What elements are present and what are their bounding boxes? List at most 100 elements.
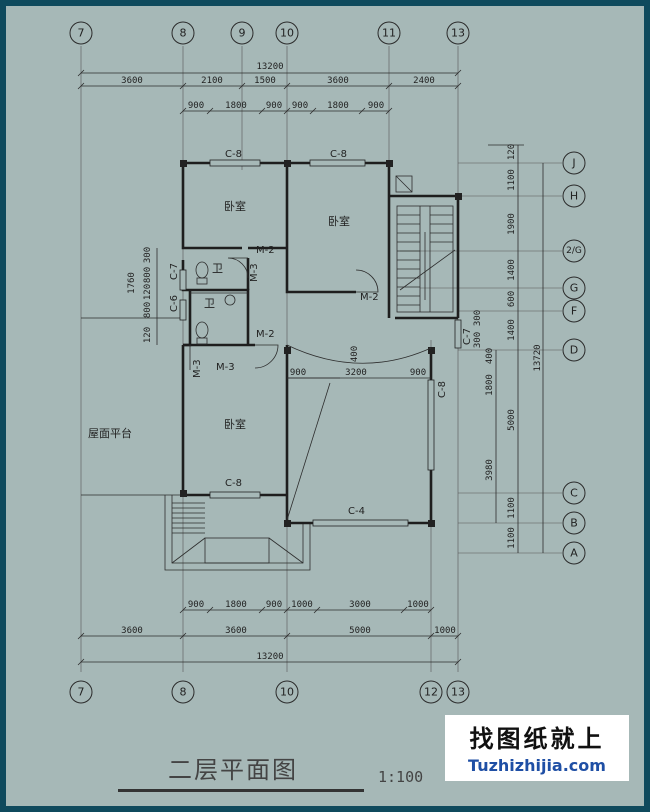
- axis-label: 13: [451, 27, 465, 40]
- dim: 800: [143, 267, 153, 283]
- watermark-chinese: 找图纸就上: [469, 725, 605, 753]
- window-label: C-6: [169, 295, 180, 312]
- left-dimensions: 300 1760 800 120 800 120: [127, 247, 158, 345]
- dim: 1800: [327, 101, 349, 111]
- dim: 900: [266, 600, 282, 610]
- dim: 1000: [407, 600, 429, 610]
- dim: 900: [292, 101, 308, 111]
- window-label: C-8: [225, 478, 242, 489]
- door-label: M-3: [192, 359, 203, 378]
- window-labels: C-8 C-8 C-7 C-6 C-7 C-8 C-8 C-4: [169, 149, 473, 517]
- dim: 5000: [349, 626, 371, 636]
- door-label: M-3: [249, 263, 260, 282]
- walls: [181, 161, 460, 525]
- axis-label: 7: [78, 27, 85, 40]
- dim: 900: [188, 600, 204, 610]
- dim-total-bottom: 13200: [256, 652, 283, 662]
- bottom-axis-bubbles: 7 8 10 12 13: [69, 680, 470, 704]
- axis-label: 9: [239, 27, 246, 40]
- dim: 400: [350, 346, 360, 362]
- dim: 5000: [507, 409, 517, 431]
- axis-label: 11: [382, 27, 396, 40]
- dim: 900: [290, 368, 306, 378]
- axis-label: B: [570, 517, 578, 530]
- top-dimensions: 13200 3600 2100 1500 3600 2400 900 1800 …: [77, 62, 462, 115]
- window-label: C-7: [462, 328, 473, 345]
- dim: 900: [188, 101, 204, 111]
- axis-label: 10: [280, 686, 294, 699]
- dim: 3600: [121, 76, 143, 86]
- door-label: M-3: [216, 362, 235, 373]
- room-labels: 卧室 卧室 卧室 屋面平台 卫 卫: [88, 199, 350, 440]
- right-axis-bubbles: J H 2/G G F D C B A: [562, 151, 586, 565]
- axis-label: 8: [180, 27, 187, 40]
- doors: [189, 257, 432, 370]
- axis-label: 12: [424, 686, 438, 699]
- axis-label: G: [570, 282, 579, 295]
- door-label: M-2: [360, 292, 379, 303]
- dim-total-top: 13200: [256, 62, 283, 72]
- room-label-bedroom: 卧室: [328, 214, 350, 228]
- axis-label: D: [570, 344, 578, 357]
- windows: [179, 159, 462, 527]
- dim: 2100: [201, 76, 223, 86]
- dim: 1000: [291, 600, 313, 610]
- dim: 900: [410, 368, 426, 378]
- dim: 3000: [349, 600, 371, 610]
- dim: 1400: [507, 319, 517, 341]
- right-dimensions: 120 1100 1900 1400 600 1400 1800 5000 11…: [350, 144, 544, 553]
- axis-lines: [80, 46, 562, 672]
- door-labels: M-2 M-3 M-2 M-2 M-3 M-3: [192, 245, 379, 378]
- room-label-bedroom: 卧室: [224, 417, 246, 431]
- door-label: M-2: [256, 329, 275, 340]
- dim: 1100: [507, 169, 517, 191]
- axis-label: 10: [280, 27, 294, 40]
- window-label: C-7: [169, 263, 180, 280]
- axis-label: J: [571, 157, 575, 170]
- axis-label: 2/G: [566, 246, 582, 256]
- dim: 120: [143, 327, 153, 343]
- window-label: C-8: [225, 149, 242, 160]
- dim: 120: [143, 284, 153, 300]
- dim: 3980: [485, 459, 495, 481]
- dim-total-right: 13720: [533, 344, 543, 371]
- toilet-fixtures: [190, 261, 248, 345]
- dim: 600: [507, 291, 517, 307]
- dim: 1000: [434, 626, 456, 636]
- roof-terrace: [81, 317, 311, 571]
- axis-label: F: [571, 305, 577, 318]
- axis-label: 7: [78, 686, 85, 699]
- axis-label: 8: [180, 686, 187, 699]
- dim: 120: [507, 144, 517, 160]
- room-label-wc: 卫: [212, 262, 223, 275]
- bottom-dimensions: 900 1800 900 1000 3000 1000 3600 3600 50…: [77, 600, 462, 666]
- window-label: C-4: [348, 506, 365, 517]
- dim: 1800: [225, 600, 247, 610]
- dim: 300: [473, 332, 483, 348]
- dim: 1500: [254, 76, 276, 86]
- dim: 3600: [121, 626, 143, 636]
- axis-label: A: [570, 547, 578, 560]
- dim: 3600: [327, 76, 349, 86]
- drawing-title: 二层平面图: [168, 756, 298, 784]
- dim: 400: [485, 348, 495, 364]
- dim: 900: [266, 101, 282, 111]
- drawing-scale: 1:100: [378, 768, 424, 786]
- dim: 1900: [507, 213, 517, 235]
- dim: 300: [473, 310, 483, 326]
- dim: 900: [368, 101, 384, 111]
- interior-dimensions: 900 3200 900: [286, 368, 431, 521]
- axis-label: 13: [451, 686, 465, 699]
- dim: 800: [143, 302, 153, 318]
- room-label-roof-terrace: 屋面平台: [88, 426, 132, 440]
- dim: 300: [143, 247, 153, 263]
- axis-label: H: [570, 190, 578, 203]
- dim: 1400: [507, 259, 517, 281]
- dim: 1100: [507, 527, 517, 549]
- watermark-url: Tuzhizhijia.com: [468, 756, 606, 775]
- title-underline: [118, 789, 364, 792]
- dim: 3600: [225, 626, 247, 636]
- window-label: C-8: [330, 149, 347, 160]
